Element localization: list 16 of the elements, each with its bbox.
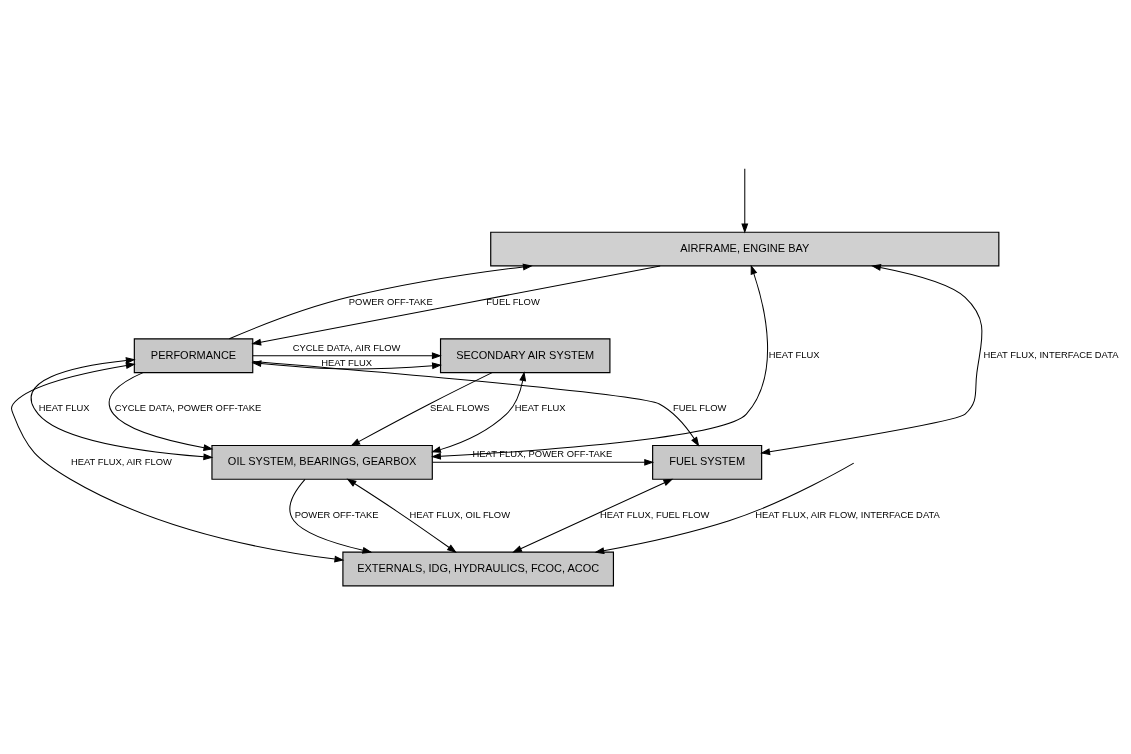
edge-label: POWER OFF-TAKE — [294, 509, 379, 521]
edge-label: HEAT FLUX, OIL FLOW — [409, 509, 511, 521]
edge-label: HEAT FLUX — [38, 402, 90, 414]
edge-label: CYCLE DATA, AIR FLOW — [292, 341, 401, 353]
edge-label: HEAT FLUX, AIR FLOW — [70, 455, 172, 467]
edge-label: HEAT FLUX, AIR FLOW, INTERFACE DATA — [755, 509, 940, 521]
edge-label: HEAT FLUX, FUEL FLOW — [599, 509, 710, 521]
edge-label: HEAT FLUX, INTERFACE DATA — [983, 349, 1119, 361]
edge-label: FUEL FLOW — [486, 295, 540, 307]
edge-label: HEAT FLUX — [768, 349, 820, 361]
edge-label: CYCLE DATA, POWER OFF-TAKE — [114, 402, 262, 414]
edge-label: FUEL FLOW — [673, 402, 727, 414]
edge-label: SEAL FLOWS — [429, 402, 490, 414]
edge-label: HEAT FLUX — [514, 402, 566, 414]
edge-label: POWER OFF-TAKE — [348, 295, 433, 307]
edge-label: HEAT FLUX — [321, 356, 373, 368]
